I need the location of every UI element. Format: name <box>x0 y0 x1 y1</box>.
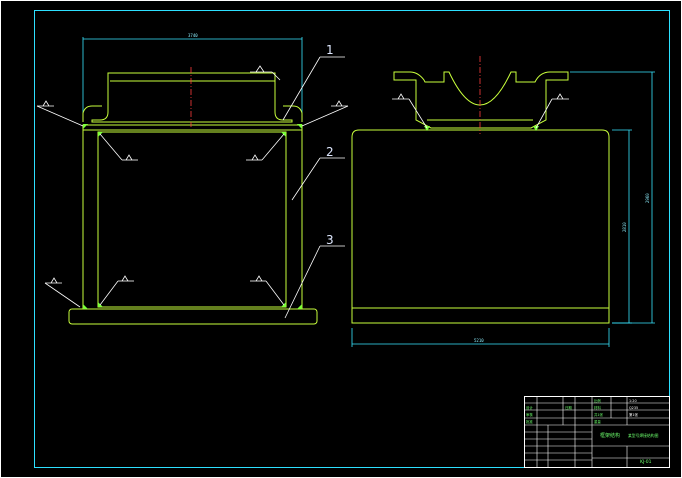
top-bracket-flange-right <box>283 105 303 122</box>
inner-frame <box>34 10 670 468</box>
tb-drawing-title: 框架结构 <box>600 432 620 439</box>
tb-designer-label: 设计 <box>526 405 533 410</box>
main-frame-inner <box>97 131 287 308</box>
base-plate <box>68 308 318 325</box>
tb-scale-value: 1:20 <box>629 399 637 403</box>
tb-weight-label: 重量 <box>594 419 601 424</box>
top-bracket-flange <box>82 105 102 122</box>
front-view: 3740 <box>36 33 349 325</box>
tb-material-value: Q235 <box>629 406 638 410</box>
side-width-text: 5210 <box>474 338 484 343</box>
tb-material-label: 材料 <box>594 405 601 410</box>
top-bracket-outline <box>91 72 293 123</box>
tb-drawing-number: KJ-01 <box>640 459 652 465</box>
tb-part-name: 某型号焊接结构图 <box>628 433 659 438</box>
saddle-bracket-outline <box>393 71 569 129</box>
side-dimensions <box>351 71 655 347</box>
tb-date-label: 日期 <box>565 405 572 410</box>
front-weld-leaders <box>36 65 349 308</box>
side-weld-marks <box>424 126 539 131</box>
tb-scale-label: 比例 <box>594 398 601 403</box>
front-weld-marks <box>83 124 302 309</box>
side-height-outer-text: 2960 <box>645 193 650 203</box>
tb-approver-label: 批准 <box>526 419 533 424</box>
part-label-2: 2 <box>326 145 334 159</box>
part-callout-leaders <box>282 56 345 319</box>
part-label-3: 3 <box>326 233 334 247</box>
front-width-text: 3740 <box>188 33 198 38</box>
side-body-outline <box>351 129 610 324</box>
side-weld-leaders <box>392 93 569 129</box>
tb-checker-label: 审核 <box>526 412 533 417</box>
front-width-dimension <box>82 37 303 122</box>
title-block: 设计 审核 批准 日期 比例 1:20 材料 Q235 共1张 第1张 重量 框… <box>524 396 670 468</box>
tb-sheet-value: 第1张 <box>629 412 639 417</box>
side-height-inner-text: 2810 <box>622 222 627 232</box>
side-view: 5210 2810 2960 <box>351 56 655 347</box>
tb-sheet-label: 共1张 <box>594 412 604 417</box>
part-label-1: 1 <box>326 43 334 57</box>
